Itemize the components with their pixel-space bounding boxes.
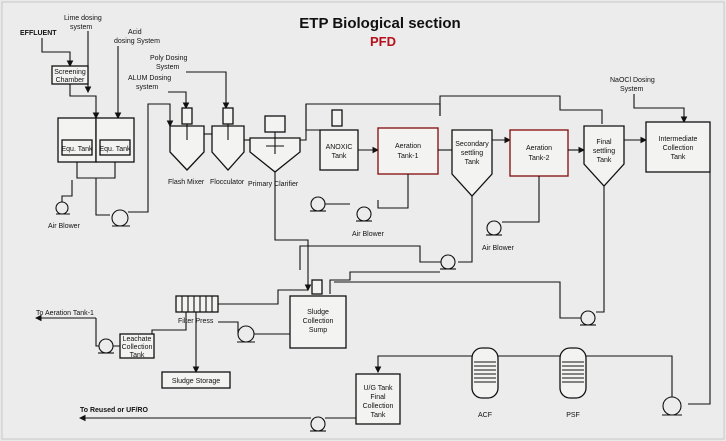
ug-tank-label-2: Final	[370, 394, 386, 401]
to-reused-label: To Reused or UF/RO	[80, 407, 148, 414]
secondary-settling-label-3: Tank	[465, 159, 480, 166]
leachate-label-2: Collection	[122, 344, 153, 351]
intermediate-collection-tank: Intermediate Collection Tank	[645, 121, 711, 173]
aeration-tank-2-label-2: Tank-2	[528, 155, 549, 162]
ug-tank-label-4: Tank	[371, 412, 386, 419]
final-settling-label-3: Tank	[597, 157, 612, 164]
leachate-collection-tank: Leachate Collection Tank	[119, 333, 155, 359]
air-blower-2-label: Air Blower	[352, 231, 385, 238]
ug-tank-label-3: Collection	[363, 403, 394, 410]
final-pump	[310, 416, 326, 432]
secondary-settling-label-1: Secondary	[455, 141, 489, 148]
filter-press: Filter Press	[175, 295, 219, 325]
final-settling-tank: Final settling Tank	[583, 125, 625, 187]
air-blower-2: Air Blower	[352, 206, 385, 238]
aeration-tank-2: Aeration Tank-2	[509, 129, 569, 177]
sludge-sump-label-1: Sludge	[307, 309, 329, 316]
aeration-tank-1-label-2: Tank-1	[397, 153, 418, 160]
poly-dosing-label-2: System	[156, 64, 180, 71]
sludge-storage-label: Sludge Storage	[172, 378, 220, 385]
primary-clarifier: Primary Clarifier	[248, 115, 301, 188]
feed-pump	[111, 209, 130, 227]
naocl-dosing-label-1: NaOCl Dosing	[610, 77, 655, 84]
final-settling-label-1: Final	[596, 139, 612, 146]
ug-tank-label-1: U/G Tank	[363, 385, 393, 392]
acf-filter: ACF	[471, 347, 499, 419]
page-subtitle: PFD	[370, 34, 396, 49]
final-settling-label-2: settling	[593, 148, 615, 155]
aeration-tank-1-label-1: Aeration	[395, 143, 421, 150]
effluent-label: EFFLUENT	[20, 30, 57, 37]
air-blower-1-label: Air Blower	[48, 223, 81, 230]
to-aeration-tank-1-label: To Aeration Tank-1	[36, 310, 94, 317]
naocl-dosing-label-2: System	[620, 86, 644, 93]
ug-final-collection-tank: U/G Tank Final Collection Tank	[355, 373, 401, 425]
equ-tank-2-label: Equ. Tank	[99, 146, 131, 153]
poly-dosing-label-1: Poly Dosing	[150, 55, 187, 62]
anoxic-tank-label-1: ANOXIC	[326, 144, 353, 151]
intermediate-label-3: Tank	[671, 154, 686, 161]
anoxic-tank-label-2: Tank	[332, 153, 347, 160]
psf-label: PSF	[566, 412, 580, 419]
primary-clarifier-label: Primary Clarifier	[248, 181, 299, 188]
acid-dosing-label-1: Acid	[128, 29, 142, 36]
sludge-sump-label-2: Collection	[303, 318, 334, 325]
secondary-settling-tank: Secondary settling Tank	[451, 129, 493, 197]
leachate-label-1: Leachate	[123, 336, 152, 343]
page-title: ETP Biological section	[299, 15, 460, 32]
screening-chamber: Screening Chamber	[51, 65, 89, 85]
aeration-tank-1: Aeration Tank-1	[377, 127, 439, 175]
secondary-settling-label-2: settling	[461, 150, 483, 157]
equ-tank-1: Equ. Tank	[57, 117, 97, 163]
anoxic-tank: ANOXIC Tank	[319, 109, 359, 171]
equ-tank-1-label: Equ. Tank	[61, 146, 93, 153]
lime-dosing-label-1: Lime dosing	[64, 15, 102, 22]
air-blower-1: Air Blower	[48, 180, 81, 230]
flocculator-label: Flocculator	[210, 179, 245, 186]
sludge-collection-sump: Sludge Collection Sump	[289, 279, 347, 349]
flash-mixer-label: Flash Mixer	[168, 179, 205, 186]
equ-tank-2: Equ. Tank	[95, 117, 135, 163]
screening-chamber-label-2: Chamber	[56, 77, 85, 84]
flocculator: Flocculator	[210, 107, 245, 186]
acf-label: ACF	[478, 412, 492, 419]
intermediate-label-1: Intermediate	[659, 136, 698, 143]
alum-dosing-label-1: ALUM Dosing	[128, 75, 171, 82]
alum-dosing-label-2: system	[136, 84, 158, 91]
air-blower-3-label: Air Blower	[482, 245, 515, 252]
air-blower-3: Air Blower	[482, 220, 515, 252]
flash-mixer: Flash Mixer	[168, 107, 205, 186]
screening-chamber-label-1: Screening	[54, 69, 86, 76]
sludge-storage: Sludge Storage	[161, 371, 231, 389]
lime-dosing-label-2: system	[70, 24, 92, 31]
acid-dosing-label-2: dosing System	[114, 38, 160, 45]
aeration-tank-2-label-1: Aeration	[526, 145, 552, 152]
sludge-sump-label-3: Sump	[309, 327, 327, 334]
intermediate-label-2: Collection	[663, 145, 694, 152]
leachate-label-3: Tank	[130, 352, 145, 359]
psf-filter: PSF	[559, 347, 587, 419]
